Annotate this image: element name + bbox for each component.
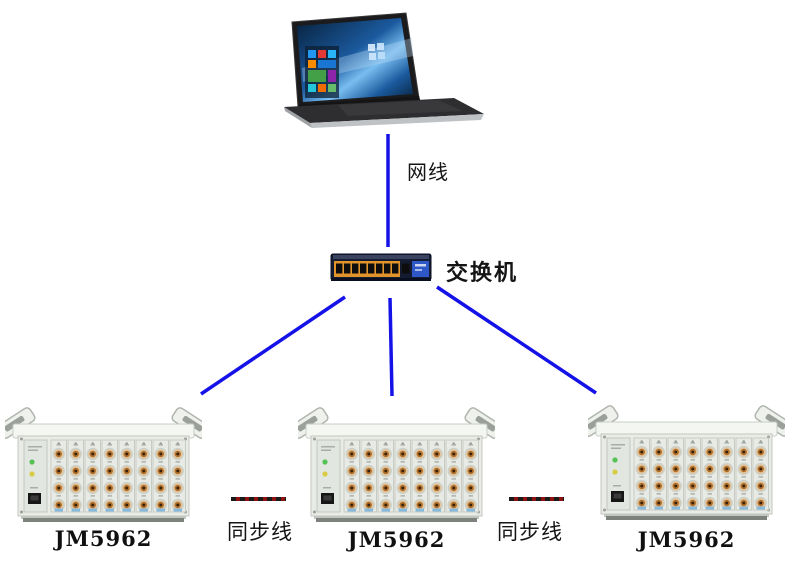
bnc-card	[84, 439, 101, 513]
bnc-card	[735, 437, 752, 511]
switch-device-1-cable-line	[200, 295, 346, 396]
bnc-card	[684, 437, 701, 511]
bnc-card	[377, 439, 394, 513]
bnc-card	[394, 439, 411, 513]
bnc-card	[67, 439, 84, 513]
bnc-card	[152, 439, 169, 513]
windows-logo	[368, 43, 385, 60]
led-yellow	[322, 471, 328, 477]
controller-module	[23, 439, 48, 513]
device-2-model-label: JM5962	[347, 527, 446, 552]
network-cable-label: 网线	[407, 162, 449, 184]
switch-device-3-cable-line	[436, 285, 597, 395]
instrument-chassis-3	[588, 405, 785, 523]
bnc-card	[650, 437, 667, 511]
switch-icon	[330, 253, 432, 281]
bnc-card	[135, 439, 152, 513]
bnc-card	[50, 439, 67, 513]
bnc-card	[428, 439, 445, 513]
bnc-card	[343, 439, 360, 513]
bnc-card	[360, 439, 377, 513]
jm5962-chassis-illustration	[588, 405, 785, 520]
bnc-card	[718, 437, 735, 511]
bnc-card	[667, 437, 684, 511]
laptop-icon	[284, 12, 484, 128]
led-green	[612, 457, 618, 463]
device-1-model-label: JM5962	[54, 526, 153, 551]
instrument-chassis-2	[298, 407, 495, 525]
switch-device-2-cable-line	[388, 297, 394, 397]
switch-label: 交换机	[446, 260, 519, 285]
led-green	[322, 459, 328, 465]
bnc-card	[462, 439, 479, 513]
sync-cable-1-label: 同步线	[227, 521, 293, 544]
led-yellow	[29, 471, 35, 477]
jm5962-chassis-illustration	[298, 407, 495, 522]
sync-cable-2-label: 同步线	[497, 521, 563, 544]
controller-module	[606, 437, 631, 511]
start-menu-tiles	[305, 46, 339, 98]
bnc-card	[169, 439, 186, 513]
bnc-card	[445, 439, 462, 513]
switch-ports	[336, 263, 399, 274]
led-green	[29, 459, 35, 465]
led-yellow	[612, 469, 618, 475]
bnc-card	[633, 437, 650, 511]
bnc-card	[411, 439, 428, 513]
jm5962-chassis-illustration	[5, 407, 202, 522]
bnc-card	[101, 439, 118, 513]
bnc-card	[752, 437, 769, 511]
bnc-card	[118, 439, 135, 513]
device-3-model-label: JM5962	[637, 527, 736, 552]
instrument-chassis-1	[5, 407, 202, 525]
bnc-card	[701, 437, 718, 511]
controller-module	[316, 439, 341, 513]
